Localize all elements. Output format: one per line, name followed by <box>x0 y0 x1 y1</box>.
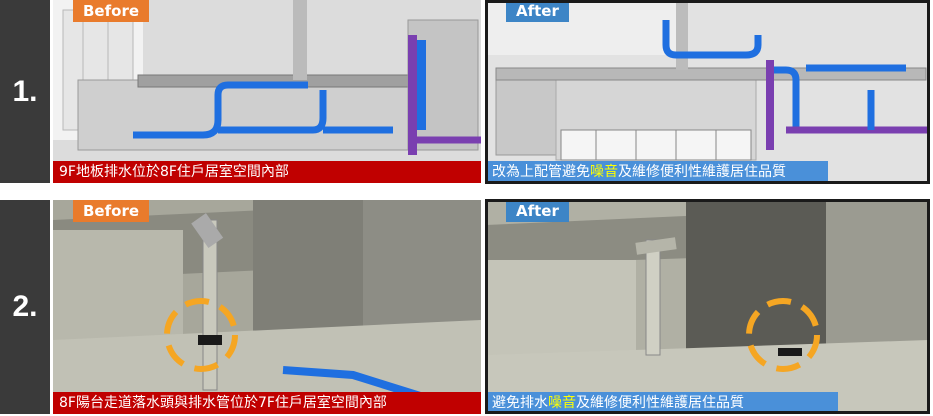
row-1-before-tag: Before <box>73 0 150 22</box>
row-2-before-caption: 8F陽台走道落水頭與排水管位於7F住戶居室空間內部 <box>53 392 481 414</box>
row-2-after-caption-highlight: 噪音 <box>548 395 576 411</box>
row-1-before-illustration <box>53 0 481 183</box>
row-1-number-block: 1. <box>0 0 50 183</box>
row-1-after-panel: After 改為上配管避免噪音及維修便利性維護居住品質 <box>486 0 928 183</box>
row-1-after-tag: After <box>506 0 569 22</box>
row-2-after-caption: 避免排水噪音及維修便利性維護居住品質 <box>486 392 838 414</box>
row-1-after-caption-pre: 改為上配管避免 <box>492 164 590 180</box>
row-2-after-tag: After <box>506 200 569 222</box>
row-1-after-caption: 改為上配管避免噪音及維修便利性維護居住品質 <box>486 161 828 183</box>
row-1-after-caption-post: 及維修便利性維護居住品質 <box>618 164 786 180</box>
row-2-after-caption-post: 及維修便利性維護居住品質 <box>576 395 744 411</box>
row-1-number: 1. <box>12 74 38 108</box>
row-1-after-illustration <box>486 0 928 183</box>
row-1-before-panel: Before 9F地板排水位於8F住戶居室空間內部 <box>53 0 481 183</box>
row-1-after-caption-highlight: 噪音 <box>590 164 618 180</box>
row-2-before-panel: Before 8F陽台走道落水頭與排水管位於7F住戶居室空間內部 <box>53 200 481 414</box>
row-2-after-caption-pre: 避免排水 <box>492 395 548 411</box>
row-2-after-panel: After 避免排水噪音及維修便利性維護居住品質 <box>486 200 928 414</box>
row-2-before-tag: Before <box>73 200 150 222</box>
row-2-before-illustration <box>53 200 481 414</box>
row-2-number: 2. <box>12 290 38 323</box>
row-2-number-block: 2. <box>0 200 50 414</box>
row-1-before-caption: 9F地板排水位於8F住戶居室空間內部 <box>53 161 481 183</box>
row-2-after-illustration <box>486 200 928 414</box>
